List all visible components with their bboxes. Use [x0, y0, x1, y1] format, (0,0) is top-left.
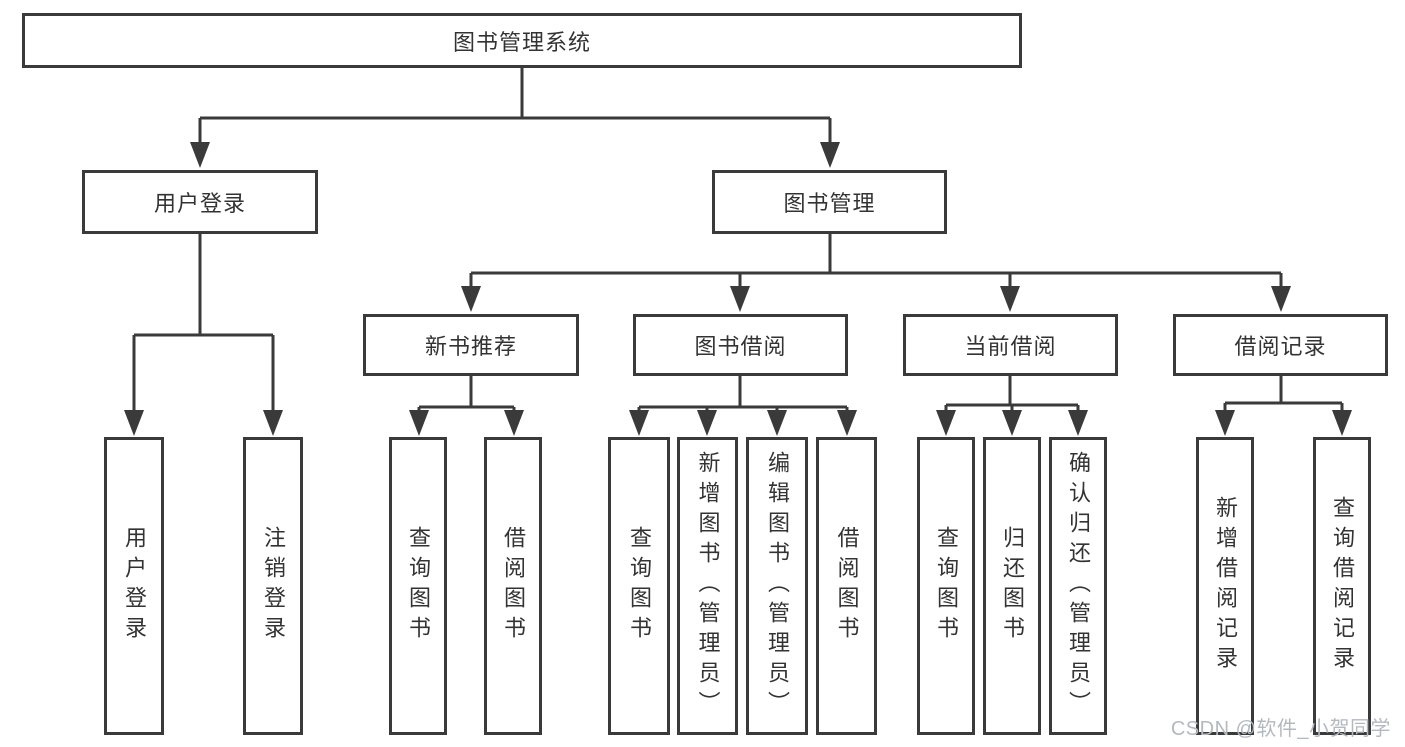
- node-borrow-records-label: 借阅记录: [1234, 334, 1327, 359]
- leaf-confirm-return-admin-label: 确认归还（管理员）: [1066, 451, 1091, 721]
- csdn-watermark: CSDN @软件_小贺同学: [1170, 718, 1391, 740]
- leaf-return-book: 归还图书: [983, 437, 1041, 735]
- leaf-add-book-admin-label: 新增图书（管理员）: [695, 451, 721, 721]
- node-new-book-recommend: 新书推荐: [363, 314, 579, 376]
- node-book-borrow-label: 图书借阅: [694, 334, 787, 359]
- leaf-edit-book-admin: 编辑图书（管理员）: [746, 437, 808, 735]
- leaf-user-login: 用户登录: [104, 437, 164, 735]
- leaf-borrow-book-label: 借阅图书: [834, 526, 860, 646]
- leaf-logout-label: 注销登录: [261, 526, 286, 646]
- leaf-add-borrow-record: 新增借阅记录: [1196, 437, 1254, 735]
- leaf-query-book-borrow: 查询图书: [608, 437, 670, 735]
- leaf-user-login-label: 用户登录: [122, 526, 147, 646]
- arrowhead-icons: [124, 142, 1352, 436]
- leaf-query-book-current: 查询图书: [917, 437, 975, 735]
- leaf-borrow-book-recommend: 借阅图书: [484, 437, 542, 735]
- node-book-borrow: 图书借阅: [633, 314, 848, 376]
- leaf-query-book-recommend-label: 查询图书: [406, 526, 431, 646]
- node-user-login: 用户登录: [82, 170, 318, 234]
- leaf-logout: 注销登录: [243, 437, 303, 735]
- leaf-query-book-recommend: 查询图书: [389, 437, 447, 735]
- leaf-query-book-borrow-label: 查询图书: [627, 526, 652, 646]
- leaf-edit-book-admin-label: 编辑图书（管理员）: [765, 451, 790, 721]
- node-root-system: 图书管理系统: [22, 13, 1022, 68]
- node-current-borrow-label: 当前借阅: [964, 334, 1057, 359]
- leaf-query-book-current-label: 查询图书: [934, 526, 959, 646]
- leaf-query-borrow-record: 查询借阅记录: [1313, 437, 1371, 735]
- leaf-return-book-label: 归还图书: [1000, 526, 1025, 646]
- node-borrow-records: 借阅记录: [1173, 314, 1388, 376]
- node-root-system-label: 图书管理系统: [452, 29, 591, 55]
- leaf-add-book-admin: 新增图书（管理员）: [677, 437, 738, 735]
- leaf-borrow-book-recommend-label: 借阅图书: [501, 526, 526, 646]
- node-user-login-label: 用户登录: [153, 191, 246, 216]
- leaf-query-borrow-record-label: 查询借阅记录: [1330, 496, 1355, 676]
- node-book-management: 图书管理: [712, 170, 947, 234]
- leaf-confirm-return-admin: 确认归还（管理员）: [1049, 437, 1107, 735]
- node-new-book-recommend-label: 新书推荐: [424, 334, 517, 359]
- node-current-borrow: 当前借阅: [903, 314, 1118, 376]
- leaf-borrow-book: 借阅图书: [816, 437, 877, 735]
- node-book-management-label: 图书管理: [783, 191, 876, 216]
- leaf-add-borrow-record-label: 新增借阅记录: [1213, 496, 1238, 676]
